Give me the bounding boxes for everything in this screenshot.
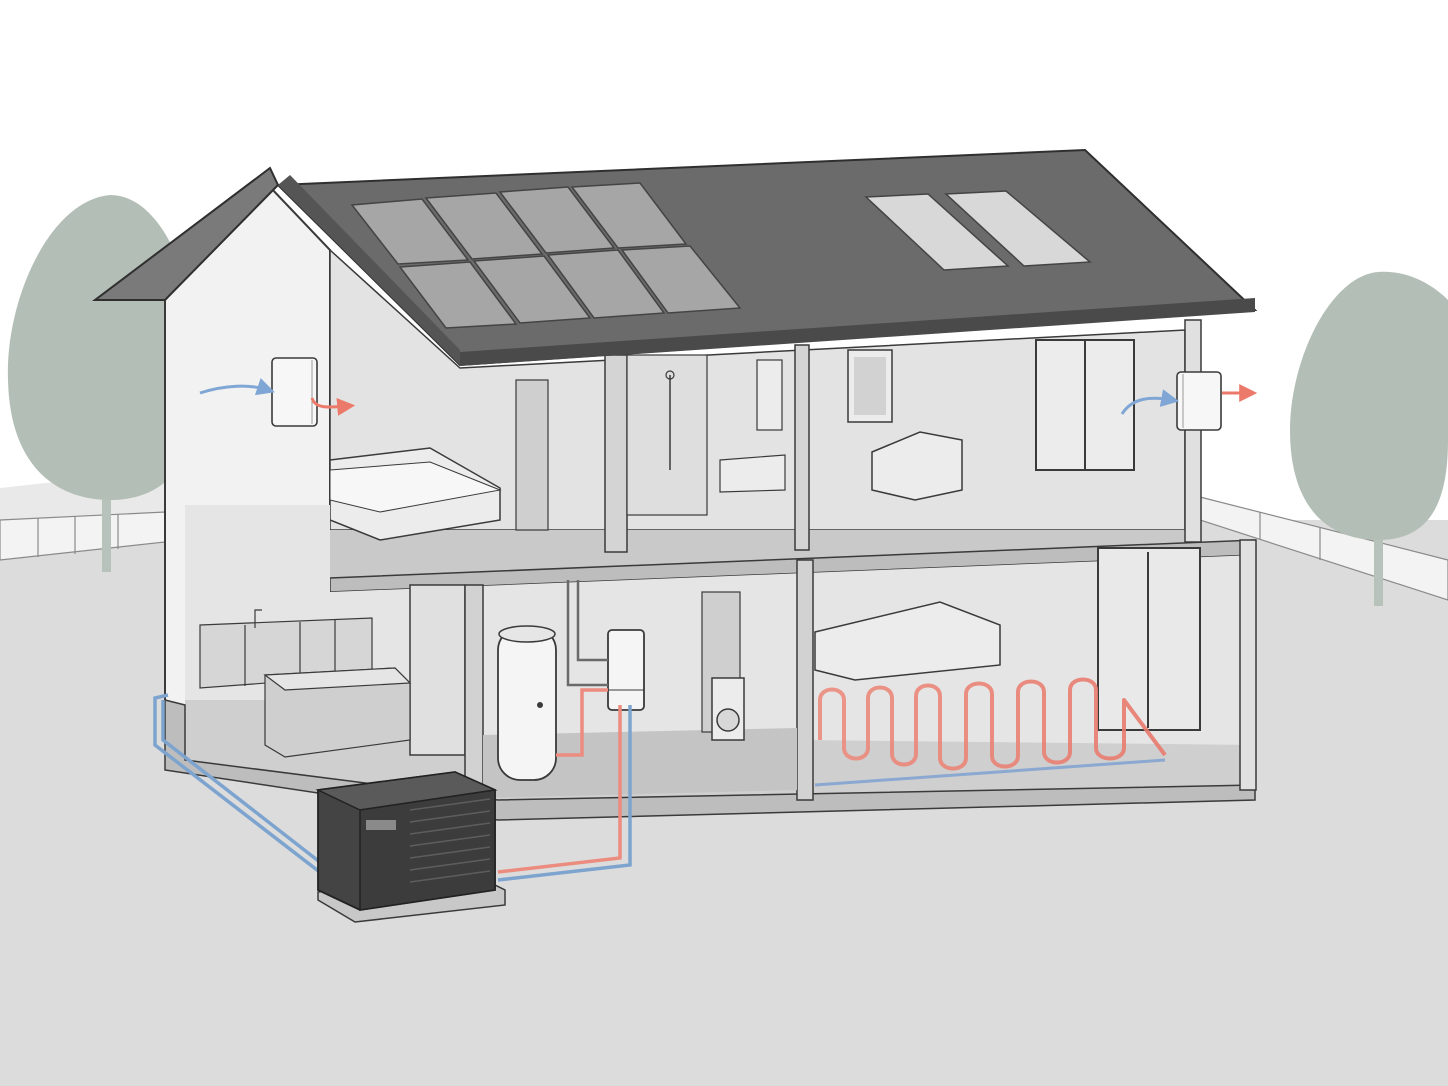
sink: [719, 454, 786, 493]
cylinder-pipe: [556, 688, 608, 757]
underfloor-return: [814, 758, 1166, 787]
skylight: [864, 190, 1092, 271]
hydro-module: [607, 629, 645, 711]
bathroom: [626, 354, 786, 516]
partition-bath-living: [794, 344, 810, 551]
bedroom: [329, 379, 549, 541]
kitchen: [199, 609, 412, 758]
living-room-upper: [847, 339, 1135, 501]
ground-loop-left-2: [161, 700, 332, 872]
ventilation-unit: [199, 357, 356, 427]
roof-front-edge: [278, 175, 460, 365]
air-outlet-arrow: [310, 397, 356, 416]
solar-panels: [350, 182, 742, 329]
sofa: [814, 601, 1001, 681]
utility-room: [483, 580, 797, 798]
air-inlet-arrow: [199, 378, 275, 396]
living-room-lower: [814, 547, 1201, 731]
underfloor-heating: [818, 677, 1167, 771]
hot-pipe: [497, 705, 622, 874]
upper-floor: [330, 530, 1185, 580]
ground-loop-left: [153, 693, 332, 882]
outdoor-heat-pump: [315, 771, 506, 923]
lower-partition-living: [796, 559, 814, 801]
cold-pipe: [497, 705, 632, 882]
right-upper-wall: [1184, 319, 1202, 543]
roof-eave-left: [92, 166, 280, 301]
ventilation-unit: [1120, 371, 1258, 431]
roof-bottom-edge: [460, 298, 1255, 366]
right-lower-wall: [1239, 539, 1257, 791]
hot-water-cylinder: [497, 627, 557, 781]
air-inlet-arrow: [1120, 389, 1180, 415]
partition-bedroom-bath: [604, 354, 628, 553]
tree-right: [1290, 271, 1448, 606]
armchair: [871, 431, 963, 501]
lower-partition-kitchen: [409, 584, 466, 756]
lower-partition-utility: [464, 584, 484, 791]
